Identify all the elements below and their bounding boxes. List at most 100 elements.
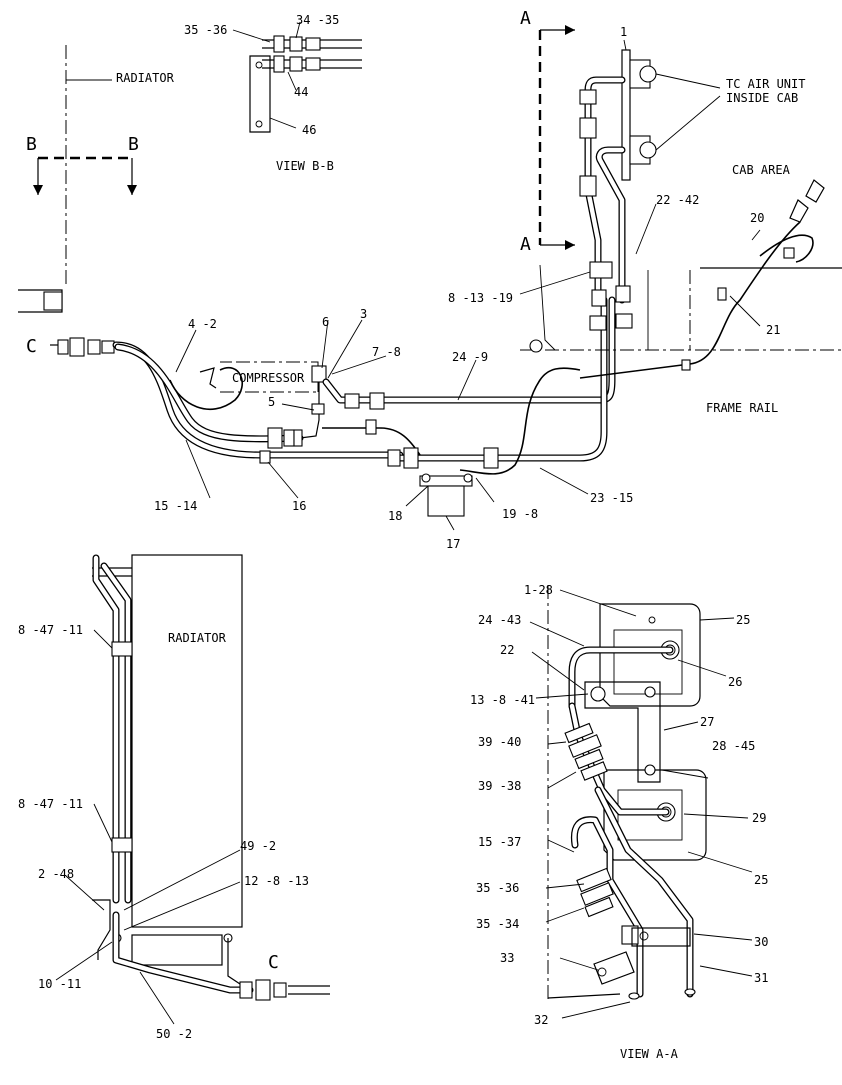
callout-20: 20 [750,211,764,225]
fitting [369,392,385,410]
radiator-body [131,554,243,928]
hose-to-right [459,367,581,475]
callout-19-8: 19 -8 [502,507,538,521]
aa-leaders [529,589,753,1019]
compressor-linkage [199,367,217,389]
clip [365,419,377,435]
callout-22: 22 [500,643,514,657]
callout-39-40: 39 -40 [478,735,521,749]
main-view: RADIATOR B B C COMPRESSOR [18,8,842,551]
view-bb-title: VIEW B-B [276,159,334,173]
callout-2-48: 2 -48 [38,867,74,881]
fitting [293,429,303,447]
callout-34-35-top: 34 -35 [296,13,339,27]
section-a-bottom: A [520,234,531,255]
callout-49-2: 49 -2 [240,839,276,853]
tube-24 [568,646,674,710]
tc-air-unit-plate [621,49,631,181]
callout-25-a: 25 [736,613,750,627]
fitting [57,339,69,355]
callout-25-b: 25 [754,873,768,887]
callout-3: 3 [360,307,367,321]
callout-24-43: 24 -43 [478,613,521,627]
section-a-top: A [520,8,531,29]
tc-leaders [655,73,721,151]
fitting [69,337,85,357]
fitting [283,429,295,447]
plate-25-upper [599,603,701,707]
fitting [87,339,101,355]
callout-8-47-11-a: 8 -47 -11 [18,623,83,637]
fitting-5 [311,403,325,415]
bolt [255,120,263,128]
callout-1: 1 [620,25,627,39]
callout-24-9: 24 -9 [452,350,488,364]
callout-12-8-13: 12 -8 -13 [244,874,309,888]
view-aa-title: VIEW A-A [620,1047,679,1061]
fitting [273,35,285,53]
fitting [344,393,360,409]
radiator-leaders [55,629,241,1025]
section-b-left: B [26,134,37,155]
detail-c-side: C [268,952,279,973]
pipe-23-15 [396,296,608,462]
callout-8-47-11-b: 8 -47 -11 [18,797,83,811]
fitting [267,427,283,449]
clamp-30 [631,927,691,947]
callout-15-14: 15 -14 [154,499,197,513]
frame-rail-label: FRAME RAIL [706,401,778,415]
callout-44: 44 [294,85,308,99]
radiator-label-side: RADIATOR [168,631,227,645]
callout-23-15: 23 -15 [590,491,633,505]
callout-39-38: 39 -38 [478,779,521,793]
fitting [305,37,321,51]
callout-15-37: 15 -37 [478,835,521,849]
callout-32: 32 [534,1013,548,1027]
callout-7-8: 7 -8 [372,345,401,359]
callout-17: 17 [446,537,460,551]
callout-10-11: 10 -11 [38,977,81,991]
radiator-side-view: RADIATOR C 8 -47 -11 8 -47 -11 49 -2 2 -… [18,554,330,1041]
section-aa-arrows [540,29,575,246]
callout-13-8-41: 13 -8 -41 [470,693,535,707]
radiator-mount [43,291,63,311]
fitting [403,447,419,469]
callout-28-45: 28 -45 [712,739,755,753]
clip-8-47-11 [111,641,133,657]
valve-17 [427,485,465,517]
clip-8-47-11 [111,837,133,853]
callout-46: 46 [302,123,316,137]
section-aa-heads [565,25,575,250]
callout-22-42: 22 -42 [656,193,699,207]
view-bb-detail: 35 -36 34 -35 44 46 VIEW B-B [184,13,362,173]
fitting [289,56,303,72]
callout-33: 33 [500,951,514,965]
section-line-bb-ends [37,158,133,195]
callout-16: 16 [292,499,306,513]
callout-26: 26 [728,675,742,689]
plate-25-lower [603,769,707,861]
bolt [255,61,263,69]
callout-29: 29 [752,811,766,825]
fitting [305,57,321,71]
callout-4-2: 4 -2 [188,317,217,331]
callout-1-28: 1-28 [524,583,553,597]
tc-air-unit-label-1: TC AIR UNIT [726,77,805,91]
callout-30: 30 [754,935,768,949]
compressor-outlet [299,382,320,439]
fitting [289,36,303,52]
mount-bracket [92,899,111,960]
detail-c-main: C [26,336,37,357]
callout-31: 31 [754,971,768,985]
view-aa-detail: 1-28 24 -43 25 22 26 13 -8 -41 27 39 -40… [470,583,768,1061]
callout-5: 5 [268,395,275,409]
clip-33 [593,951,635,985]
fitting [483,447,499,469]
callout-35-34: 35 -34 [476,917,519,931]
cab-area-label: CAB AREA [732,163,791,177]
bracket-46 [249,55,271,133]
main-leaders [175,203,761,531]
cab-connectors [789,179,825,223]
lower-tank [131,934,223,966]
